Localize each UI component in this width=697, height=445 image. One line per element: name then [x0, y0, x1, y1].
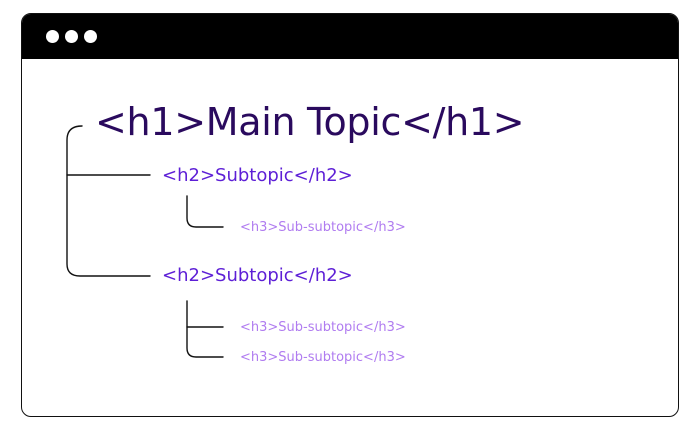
h1-main-topic: <h1>Main Topic</h1>	[95, 100, 525, 144]
window-titlebar	[22, 14, 678, 59]
h1-connector	[66, 125, 151, 277]
h2-b-to-h3-connector	[186, 300, 224, 358]
h3-sub-subtopic: <h3>Sub-subtopic</h3>	[240, 320, 406, 335]
h2-subtopic: <h2>Subtopic</h2>	[162, 165, 353, 186]
window-control-dot-icon	[65, 30, 78, 43]
h2-a-to-h3-connector	[186, 195, 224, 228]
browser-window	[21, 13, 679, 417]
h3-sub-subtopic: <h3>Sub-subtopic</h3>	[240, 350, 406, 365]
window-control-dot-icon	[46, 30, 59, 43]
window-control-dot-icon	[84, 30, 97, 43]
h3-sub-subtopic: <h3>Sub-subtopic</h3>	[240, 220, 406, 235]
h2-subtopic: <h2>Subtopic</h2>	[162, 265, 353, 286]
